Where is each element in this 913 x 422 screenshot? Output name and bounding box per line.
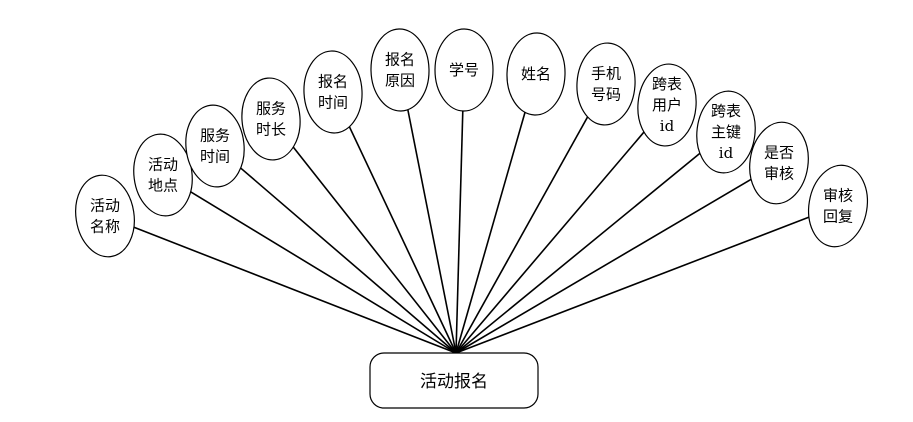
connector-line bbox=[455, 130, 646, 354]
attribute-node: 报名时间 bbox=[303, 50, 363, 134]
attribute-label-line: 服务 bbox=[256, 100, 286, 118]
connector-line bbox=[455, 110, 464, 354]
attribute-ellipse bbox=[75, 174, 135, 258]
attribute-node: 学号 bbox=[434, 28, 494, 112]
attribute-label-line: 审核 bbox=[764, 165, 794, 183]
attribute-node: 跨表主键 id bbox=[696, 90, 756, 174]
connector-line bbox=[407, 109, 457, 354]
attribute-ellipse bbox=[576, 42, 636, 126]
connector-line bbox=[291, 145, 457, 354]
connector-lines bbox=[132, 109, 811, 354]
entity-box bbox=[369, 352, 539, 409]
attribute-label: 活动地点 bbox=[148, 156, 178, 195]
attribute-label: 跨表主键 id bbox=[711, 102, 741, 162]
attribute-label-line: 回复 bbox=[823, 208, 853, 226]
attribute-label-line: 主键 bbox=[711, 123, 741, 141]
attribute-ellipse bbox=[185, 104, 245, 188]
attribute-label: 报名原因 bbox=[385, 51, 415, 90]
attribute-label-line: 原因 bbox=[385, 72, 415, 90]
attribute-ellipse bbox=[303, 50, 363, 134]
connector-line bbox=[189, 190, 457, 354]
entity-node: 活动报名 bbox=[369, 352, 539, 409]
attribute-label: 学号 bbox=[449, 61, 479, 79]
attribute-node: 活动地点 bbox=[133, 133, 193, 217]
attribute-node: 跨表用户 id bbox=[637, 63, 697, 147]
attribute-label-line: 地点 bbox=[148, 177, 178, 195]
attribute-node: 报名原因 bbox=[370, 28, 430, 112]
connector-line bbox=[348, 125, 457, 354]
attribute-label: 服务时长 bbox=[256, 100, 286, 139]
attribute-label-line: 活动 bbox=[90, 197, 120, 215]
attribute-label: 活动名称 bbox=[90, 197, 120, 236]
attribute-label-line: 用户 bbox=[652, 96, 682, 114]
attribute-node: 姓名 bbox=[506, 32, 566, 116]
attribute-ellipse bbox=[749, 121, 809, 205]
attribute-label-line: 号码 bbox=[591, 86, 621, 104]
attribute-label: 跨表用户 id bbox=[652, 75, 682, 135]
attribute-node: 是否审核 bbox=[749, 121, 809, 205]
attribute-node: 服务时长 bbox=[241, 77, 301, 161]
attribute-label-line: 时长 bbox=[256, 121, 286, 139]
attribute-label: 姓名 bbox=[521, 65, 551, 83]
attribute-node: 服务时间 bbox=[185, 104, 245, 188]
attribute-node: 活动名称 bbox=[75, 174, 135, 258]
attribute-node: 审核回复 bbox=[807, 164, 869, 248]
connector-line bbox=[455, 216, 811, 354]
attribute-label-line: 名称 bbox=[90, 218, 120, 236]
attribute-ellipse bbox=[807, 164, 869, 248]
attribute-label-line: 服务 bbox=[200, 127, 230, 145]
attribute-label-line: 学号 bbox=[449, 61, 479, 79]
attribute-label-line: 跨表 bbox=[711, 102, 741, 120]
attribute-label-line: 姓名 bbox=[521, 65, 551, 83]
attribute-ellipse bbox=[434, 28, 494, 112]
entity-label: 活动报名 bbox=[420, 372, 488, 392]
attribute-node: 手机号码 bbox=[576, 42, 636, 126]
attribute-label: 是否审核 bbox=[764, 144, 794, 183]
attribute-label-line: 跨表 bbox=[652, 75, 682, 93]
attribute-label-line: 报名 bbox=[385, 51, 415, 69]
attribute-ellipse bbox=[637, 63, 697, 147]
connector-line bbox=[239, 166, 457, 354]
attribute-label-line: 时间 bbox=[318, 94, 348, 112]
connector-line bbox=[455, 178, 753, 354]
attribute-label-line: id bbox=[719, 144, 734, 162]
attribute-label-line: 活动 bbox=[148, 156, 178, 174]
attribute-ellipse bbox=[133, 133, 193, 217]
attribute-label: 手机号码 bbox=[591, 65, 621, 104]
attribute-ellipse bbox=[506, 32, 566, 116]
connector-line bbox=[132, 226, 457, 354]
attribute-ellipse bbox=[370, 28, 430, 112]
attribute-label: 服务时间 bbox=[200, 127, 230, 166]
attribute-label-line: 是否 bbox=[764, 144, 794, 162]
connector-line bbox=[455, 115, 589, 354]
attribute-label-line: 报名 bbox=[318, 73, 348, 91]
connector-line bbox=[455, 151, 702, 354]
attribute-label: 报名时间 bbox=[318, 73, 348, 112]
attribute-label-line: 时间 bbox=[200, 148, 230, 166]
connector-line bbox=[455, 111, 526, 354]
attribute-ellipse bbox=[241, 77, 301, 161]
attribute-label: 审核回复 bbox=[823, 187, 853, 226]
attribute-ellipse bbox=[696, 90, 756, 174]
attribute-label-line: 手机 bbox=[591, 65, 621, 83]
attribute-label-line: 审核 bbox=[823, 187, 853, 205]
attribute-label-line: id bbox=[660, 117, 675, 135]
